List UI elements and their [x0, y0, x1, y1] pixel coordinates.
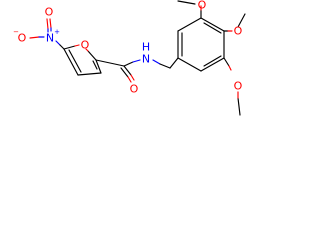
ch2-bonds [159, 57, 179, 69]
nitro-to-furan-bond [59, 44, 65, 50]
nitro-oxygen-1-label: O [18, 32, 27, 45]
nitro-oxygen-2-label: O [45, 6, 54, 19]
methoxy-bonds-red [200, 5, 239, 99]
amide-nitrogen-label: N [142, 53, 150, 66]
nitrogen-to-ch2-bond-blue [152, 59, 161, 65]
carbonyl-bonds-red [127, 74, 135, 83]
furan-oxygen-bonds-red [74, 44, 89, 52]
nitro-oxygen-1-charge: − [13, 28, 19, 36]
amide-hydrogen-label: H [142, 41, 150, 54]
furan-oxygen-bonds [63, 45, 97, 61]
methoxy-oxygen-bottom-label: O [234, 80, 243, 93]
amide-carbon-bonds [95, 59, 134, 78]
furan-ring-bonds [63, 48, 102, 76]
nitro-nitrogen-label: N [46, 32, 54, 45]
methoxy-oxygen-middle-label: O [234, 25, 243, 38]
nitro-bonds-blue [38, 27, 61, 46]
furan-oxygen-label: O [81, 39, 90, 52]
methoxy-bonds [177, 0, 246, 116]
carbonyl-oxygen-label: O [130, 83, 139, 96]
nitro-bonds-red [29, 18, 52, 39]
benzene-ring-bonds [177, 17, 225, 72]
nitro-nitrogen-charge: + [54, 28, 60, 36]
chemical-structure-diagram: O − N + O O O N H O O O [13, 0, 246, 116]
methoxy-oxygen-top-label: O [198, 0, 207, 12]
amide-nitrogen-bond-blue [132, 59, 141, 63]
